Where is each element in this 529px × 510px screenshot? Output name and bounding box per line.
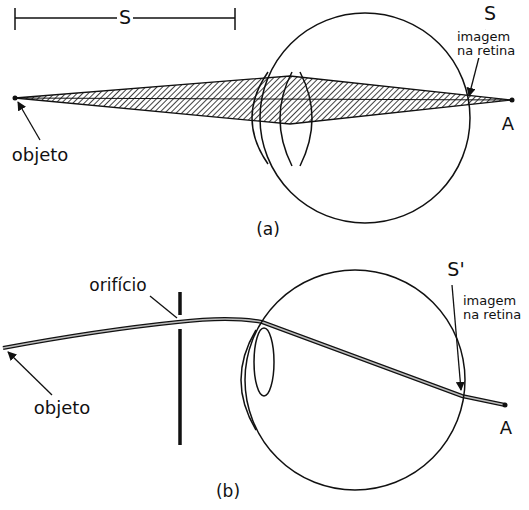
leader-line: [452, 285, 461, 390]
pinhole-screen: [178, 292, 182, 445]
object-label: objeto: [12, 146, 69, 165]
light-ray-fill: [3, 319, 505, 405]
image-label: S': [445, 260, 466, 280]
image-note: imagem na retina: [461, 294, 527, 321]
point-label: A: [500, 419, 512, 438]
eye-b: [241, 270, 465, 490]
leader-line: [8, 352, 52, 395]
figure-label: (a): [256, 221, 280, 239]
image-label: S: [482, 4, 498, 24]
eye-a: [252, 13, 470, 223]
image-note: imagem na retina: [455, 30, 521, 57]
leader-line: [150, 296, 177, 318]
light-cone: [15, 76, 512, 124]
leader-line: [18, 102, 40, 140]
focus-point: [503, 403, 508, 408]
dimension-label: S: [117, 8, 133, 28]
point-label: A: [502, 115, 514, 134]
figure-label: (b): [216, 483, 240, 501]
light-ray: [3, 319, 505, 405]
focus-point: [510, 98, 515, 103]
dimension-line: [15, 8, 235, 30]
axis-ray: [15, 98, 512, 100]
object-point: [13, 96, 18, 101]
object-label: objeto: [34, 399, 91, 418]
part-label: orifício: [89, 277, 146, 295]
